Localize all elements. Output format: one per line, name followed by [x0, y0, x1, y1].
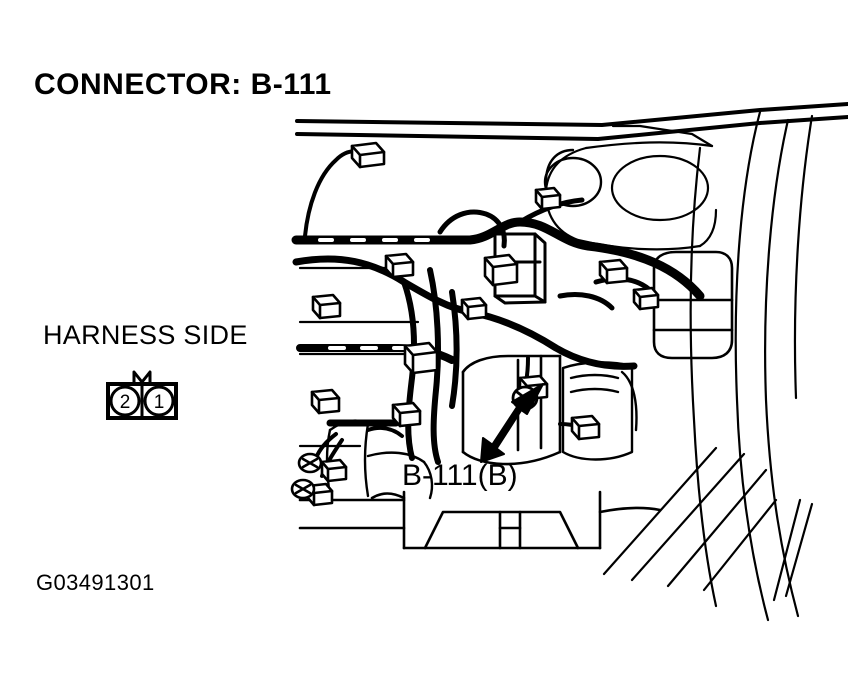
- pin-number-1: 1: [154, 392, 165, 413]
- harness-side-label: HARNESS SIDE: [43, 320, 248, 350]
- pointer-arrow: [480, 383, 544, 463]
- connector-callout-label: B-111(B): [402, 459, 518, 492]
- connector-pinout-diagram: 2 1: [100, 368, 184, 422]
- page-title: CONNECTOR: B-111: [34, 68, 332, 101]
- pin-number-2: 2: [120, 392, 131, 413]
- figure-id: G03491301: [36, 570, 155, 595]
